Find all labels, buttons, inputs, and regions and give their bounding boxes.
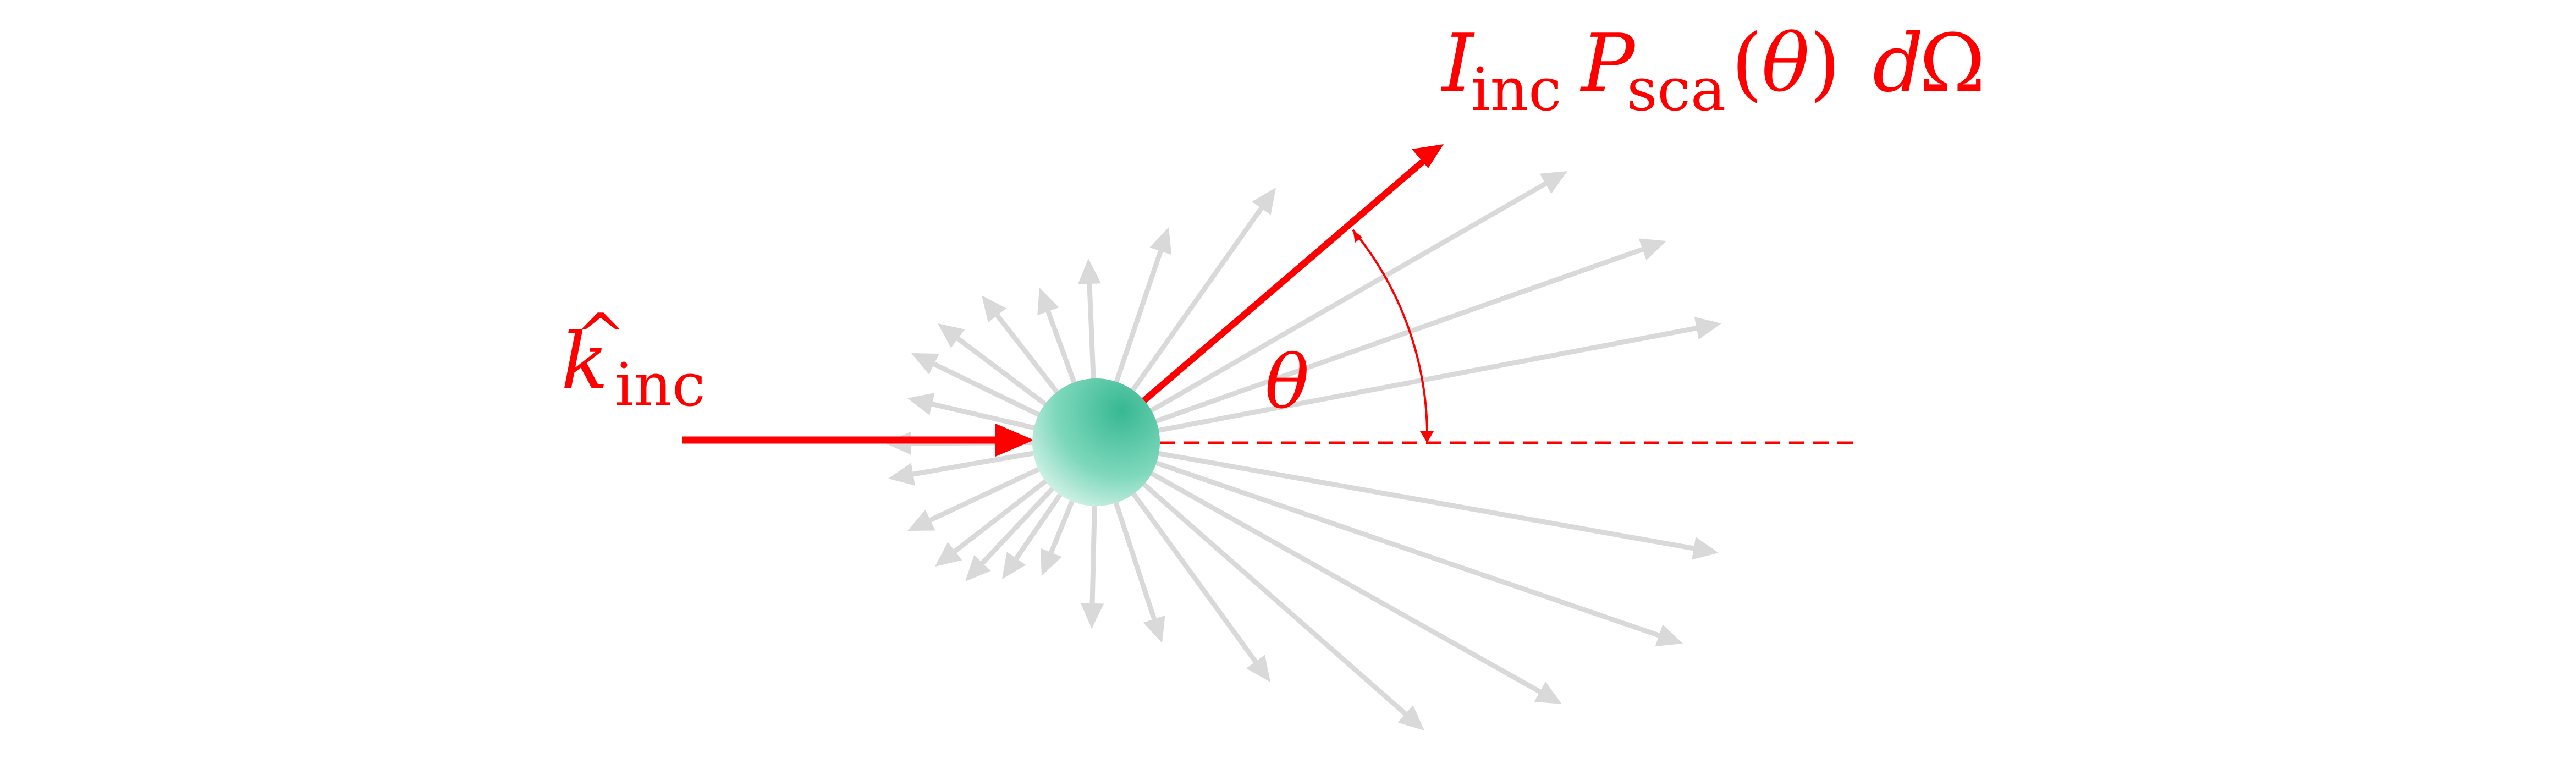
scattered-ray-1-arrowhead (907, 392, 935, 415)
incident-vector-label: k ^ inc (561, 300, 706, 420)
incident-arrowhead (995, 424, 1034, 457)
scattered-ray-highlight (1141, 159, 1425, 404)
scattered-ray-21-arrowhead (1077, 259, 1101, 284)
scattered-ray-14-arrowhead (1655, 624, 1683, 646)
scattered-ray-11-arrowhead (1246, 655, 1270, 682)
scattering-angle-label: θ (1265, 339, 1309, 425)
solid-angle-omega: Ω (1919, 17, 1985, 110)
scattered-ray-18-arrowhead (1539, 171, 1567, 194)
scattered-ray-3-arrowhead (888, 463, 915, 486)
phase-function-angle: θ (1762, 17, 1809, 110)
scattered-intensity-label: I inc P sca ( θ ) d Ω (1440, 17, 1985, 124)
scattered-ray-13 (1124, 456, 1542, 694)
scattered-ray-18 (1123, 182, 1547, 428)
scattered-ray-14 (1126, 451, 1660, 638)
scattered-ray-17 (1126, 247, 1644, 434)
scattered-ray-8-arrowhead (1040, 548, 1062, 576)
open-paren: ( (1731, 17, 1763, 110)
scattered-ray-5-arrowhead (935, 542, 962, 567)
scattered-ray-15-arrowhead (1692, 537, 1719, 560)
scattered-ray-24-arrowhead (938, 323, 965, 348)
phase-function-subscript: sca (1627, 56, 1726, 124)
scattered-ray-11 (1113, 467, 1258, 663)
scattered-ray-7-arrowhead (1002, 552, 1026, 579)
intensity-subscript: inc (1471, 56, 1562, 124)
scattered-ray-25-arrowhead (911, 353, 939, 375)
scattered-ray-20-arrowhead (1149, 227, 1172, 255)
differential-d: d (1873, 17, 1924, 110)
scattered-ray-17-arrowhead (1638, 238, 1666, 261)
scattered-ray-6-arrowhead (965, 555, 991, 581)
scattered-ray-highlight-arrowhead (1412, 144, 1444, 168)
incident-vector-hat: ^ (575, 300, 626, 371)
scattered-rays (885, 171, 1721, 730)
scattered-ray-12-arrowhead (1397, 705, 1424, 730)
scattered-ray-19 (1113, 206, 1264, 417)
angle-arc-arrowhead-bottom (1420, 431, 1434, 443)
scattered-ray-22-arrowhead (1037, 288, 1059, 316)
angle-arc-arrowhead-top (1353, 230, 1362, 243)
scattering-angle-arc (1352, 229, 1429, 443)
scattered-ray-19-arrowhead (1252, 188, 1276, 215)
scattered-ray-4-arrowhead (907, 509, 935, 531)
scattered-ray-10-arrowhead (1143, 615, 1165, 643)
particle (1032, 378, 1160, 506)
intensity-symbol: I (1440, 17, 1475, 110)
incident-vector-symbol: k (561, 316, 608, 407)
scattered-ray-16 (1128, 326, 1697, 439)
scattered-ray-12 (1119, 462, 1407, 716)
scattered-ray-13-arrowhead (1534, 682, 1562, 704)
scattered-ray-9-arrowhead (1081, 603, 1104, 629)
phase-function-symbol: P (1579, 17, 1636, 110)
scattered-ray-15 (1128, 446, 1694, 551)
scattered-ray-16-arrowhead (1694, 316, 1721, 340)
incident-vector-subscript: inc (615, 351, 706, 420)
close-paren: ) (1809, 17, 1841, 110)
scattered-ray-23-arrowhead (982, 295, 1006, 323)
